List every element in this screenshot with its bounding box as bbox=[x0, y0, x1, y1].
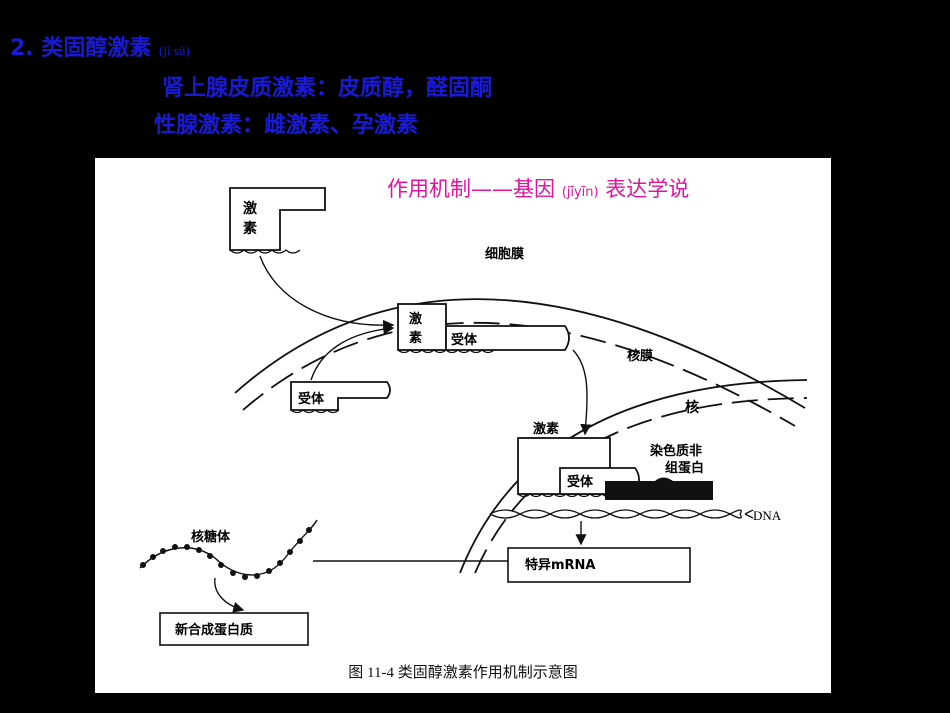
mrna-box bbox=[507, 547, 691, 583]
nuclear-entry-arrow bbox=[572, 349, 592, 436]
figure-caption: 图 11-4 类固醇激素作用机制示意图 bbox=[348, 665, 578, 681]
cell-membrane-outer bbox=[234, 298, 806, 409]
chromatin-label-1: 染色质非 bbox=[649, 443, 702, 459]
nuclear-receptor-label: 受体 bbox=[567, 474, 594, 490]
heading-pinyin: (jì sù) bbox=[159, 43, 190, 58]
free-receptor bbox=[290, 381, 391, 414]
nuclear-hormone-label: 激素 bbox=[533, 421, 559, 437]
dna-helix bbox=[489, 509, 754, 519]
ribosome-beads bbox=[140, 527, 312, 580]
new-protein-label: 新合成蛋白质 bbox=[175, 622, 253, 638]
hormone-label-outside-1: 激 bbox=[243, 200, 257, 217]
heading-text: 类固醇激素 bbox=[41, 36, 152, 61]
new-protein-box bbox=[159, 612, 309, 646]
annotation-part-a: 作用机制——基因 bbox=[387, 177, 555, 201]
nucleus-label: 核 bbox=[685, 399, 699, 416]
mechanism-diagram: 激 素 受体 激 素 受体 激素 受体 染色质非 bbox=[139, 187, 808, 646]
cell-membrane-label: 细胞膜 bbox=[485, 246, 524, 262]
gonadal-hormones-line: 性腺激素：雌激素、孕激素 bbox=[154, 113, 419, 138]
annotation-pinyin: (jīyīn) bbox=[561, 185, 599, 200]
heading-number: 2. bbox=[10, 36, 34, 61]
mechanism-annotation: 作用机制——基因 (jīyīn) 表达学说 bbox=[387, 174, 757, 208]
annotation-part-b: 表达学说 bbox=[605, 177, 690, 201]
chromatin-protein-bar bbox=[605, 477, 713, 500]
cytoplasm-complex bbox=[397, 303, 570, 354]
mrna-label: 特异mRNA bbox=[525, 557, 596, 573]
dna-label: DNA bbox=[753, 508, 782, 523]
hormone-entry-arrow bbox=[259, 255, 395, 332]
nuclear-membrane-label: 核膜 bbox=[627, 348, 653, 364]
adrenal-cortex-hormones-line: 肾上腺皮质激素：皮质醇，醛固酮 bbox=[162, 76, 493, 101]
free-receptor-label: 受体 bbox=[298, 391, 325, 407]
complex-hormone-char1: 激 bbox=[409, 311, 423, 327]
hormone-label-outside-2: 素 bbox=[243, 220, 257, 237]
translation-arrow bbox=[214, 577, 245, 613]
cell-membrane-inner bbox=[242, 322, 796, 427]
ribosome-label: 核糖体 bbox=[191, 529, 231, 545]
ribosome-chain bbox=[139, 519, 318, 576]
mechanism-figure: 激 素 受体 激 素 受体 激素 受体 染色质非 bbox=[95, 158, 831, 693]
slide-heading: 2. 类固醇激素 (jì sù) bbox=[10, 30, 190, 62]
complex-hormone-char2: 素 bbox=[409, 330, 422, 346]
receptor-binding-arrow bbox=[310, 323, 395, 381]
chromatin-label-2: 组蛋白 bbox=[665, 460, 704, 476]
hormone-block-outside bbox=[229, 187, 326, 254]
complex-receptor-label: 受体 bbox=[451, 332, 478, 348]
